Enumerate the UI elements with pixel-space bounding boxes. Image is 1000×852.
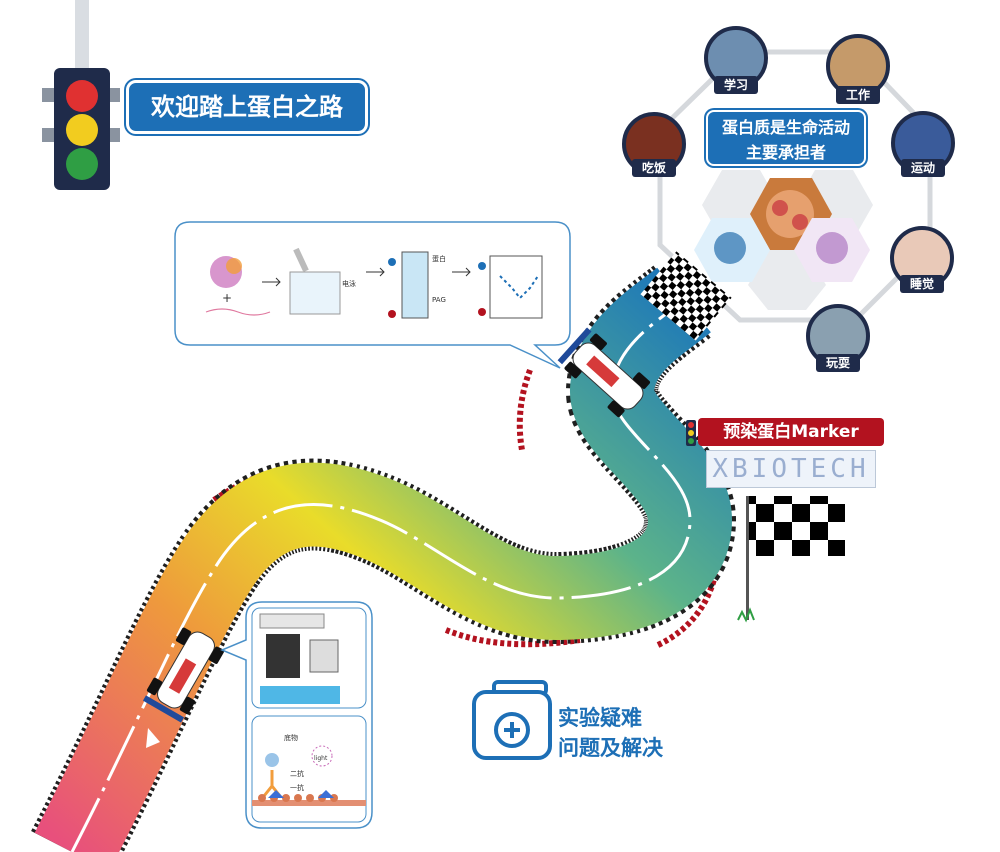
race-car-bottom xyxy=(142,627,225,723)
prestained-marker-banner[interactable]: 预染蛋白Marker xyxy=(698,418,884,446)
marker-gel-image: XBIOTECH xyxy=(706,450,876,488)
hexagon-center-title-line1: 蛋白质是生命活动 xyxy=(721,118,850,137)
marker-signal xyxy=(686,420,696,446)
race-car-top xyxy=(557,327,650,418)
label-light: light xyxy=(314,755,328,762)
label-pag: PAG xyxy=(432,296,446,304)
activity-sport: 运动 xyxy=(901,159,945,177)
label-primary-ab: 一抗 xyxy=(290,783,304,792)
label-electrophoresis: 电泳 xyxy=(342,279,356,288)
activity-study: 学习 xyxy=(714,76,758,94)
hexagon-frame xyxy=(657,49,933,323)
western-blot-callout xyxy=(220,601,373,829)
first-aid-kit-icon xyxy=(472,680,552,760)
electrophoresis-callout: + xyxy=(174,221,571,369)
label-secondary-ab: 二抗 xyxy=(290,769,304,778)
hexagon-center-title: 蛋白质是生命活动 主要承担者 xyxy=(706,110,866,166)
troubleshooting-link[interactable]: 实验疑难 问题及解决 xyxy=(558,703,663,763)
label-protein: 蛋白 xyxy=(432,254,446,263)
activity-play: 玩耍 xyxy=(816,354,860,372)
finish-flag xyxy=(737,496,845,623)
hexagon-center-title-line2: 主要承担者 xyxy=(745,143,826,162)
welcome-title: 欢迎踏上蛋白之路 xyxy=(126,80,368,134)
troubleshooting-line1: 实验疑难 xyxy=(558,706,642,730)
activity-work: 工作 xyxy=(836,86,880,104)
label-substrate: 底物 xyxy=(284,733,298,742)
svg-text:+: + xyxy=(222,291,232,305)
traffic-light xyxy=(42,0,120,190)
activity-sleep: 睡觉 xyxy=(900,275,944,293)
troubleshooting-line2: 问题及解决 xyxy=(558,736,663,760)
activity-eat: 吃饭 xyxy=(632,159,676,177)
